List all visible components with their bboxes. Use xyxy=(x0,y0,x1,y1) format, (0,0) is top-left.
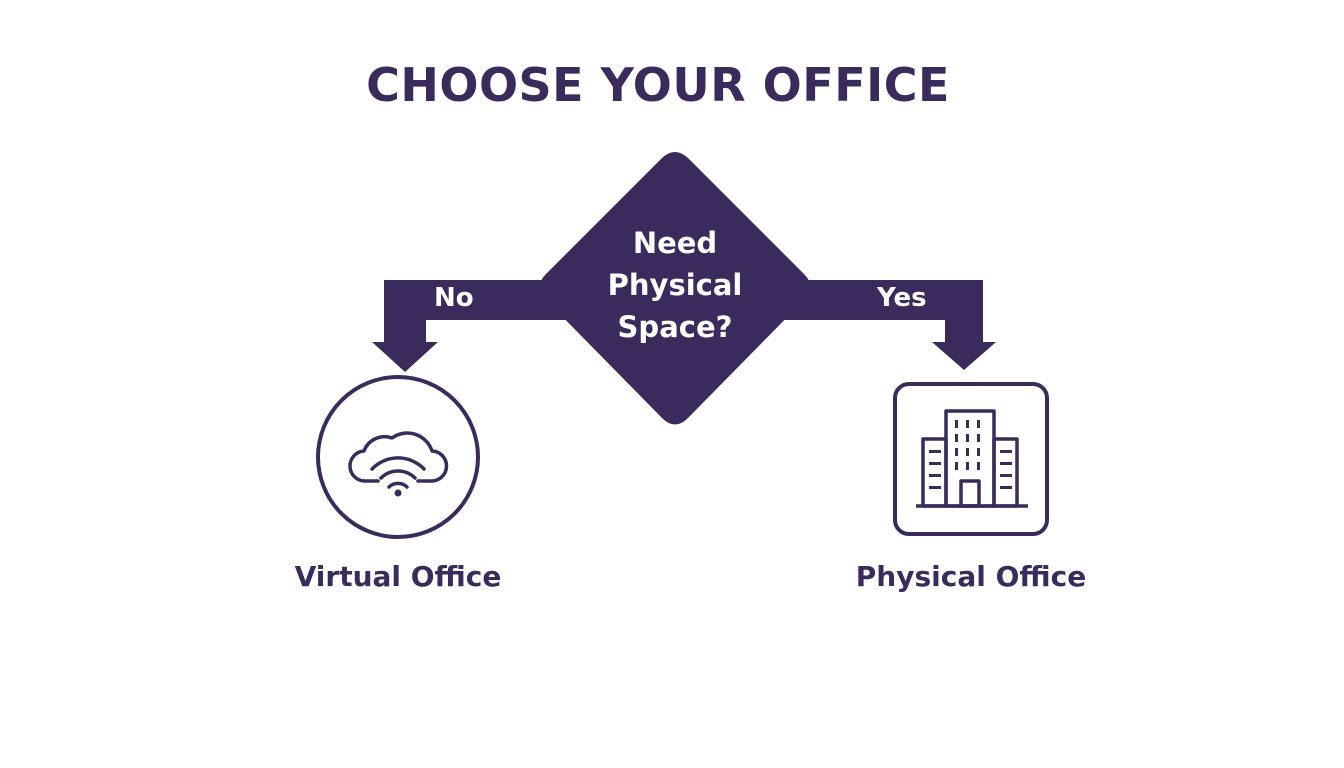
decision-diamond xyxy=(539,152,811,425)
virtual-office-label: Virtual Office xyxy=(294,560,502,593)
office-building-icon xyxy=(916,409,1028,508)
physical-office-frame xyxy=(893,382,1049,536)
decision-line-3: Space? xyxy=(617,310,733,344)
page-title: CHOOSE YOUR OFFICE xyxy=(366,58,950,112)
yes-branch-arrow xyxy=(765,280,996,370)
decision-line-1: Need xyxy=(632,226,718,260)
decision-line-2: Physical xyxy=(607,268,743,302)
no-branch-label: No xyxy=(434,283,474,313)
yes-branch-label: Yes xyxy=(877,283,927,313)
virtual-office-circle xyxy=(316,375,480,539)
physical-office-label: Physical Office xyxy=(855,560,1087,593)
cloud-wifi-icon xyxy=(348,431,449,497)
decision-question: Need Physical Space? xyxy=(575,222,775,348)
